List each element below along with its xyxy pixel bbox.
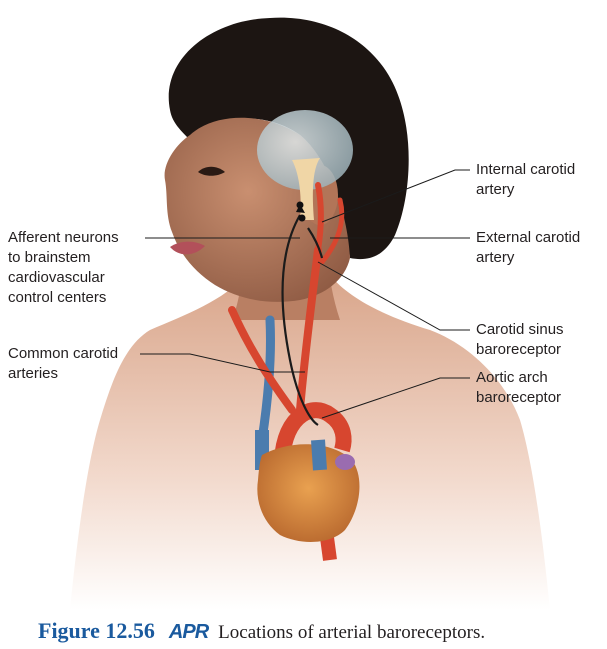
external-carotid: [319, 197, 345, 265]
pulmonary-trunk: [311, 439, 327, 471]
label-carotid-sinus: Carotid sinus baroreceptor: [476, 321, 564, 358]
label-aortic-arch: Aortic arch baroreceptor: [476, 369, 562, 406]
aortic-arch: [273, 402, 352, 471]
right-common-carotid: [296, 246, 322, 414]
neuron-arrowhead: [296, 204, 305, 213]
torso: [70, 275, 550, 610]
label-afferent-neurons: Afferent neurons to brainstem cardiovasc…: [8, 229, 119, 306]
leader-internal-carotid: [321, 169, 470, 223]
brain: [257, 110, 353, 190]
afferent-neuron-carotid: [281, 214, 319, 426]
leader-common-carotid: [140, 353, 305, 373]
apr-badge[interactable]: APR: [168, 621, 209, 643]
leader-carotid-sinus: [317, 261, 470, 331]
label-internal-carotid: Internal carotid artery: [476, 161, 576, 198]
eye: [198, 166, 225, 176]
internal-carotid: [315, 182, 324, 253]
figure-caption: Figure 12.56 APR Locations of arterial b…: [38, 618, 598, 644]
hair: [168, 17, 409, 260]
left-atrium: [335, 454, 355, 470]
label-external-carotid: External carotid artery: [476, 229, 581, 266]
heart: [257, 444, 360, 542]
leader-aortic-arch: [321, 377, 470, 419]
caption-text: Locations of arterial baroreceptors.: [218, 622, 486, 643]
lips: [170, 241, 205, 255]
brainstem-dot-lower: [298, 214, 306, 222]
label-common-carotid: Common carotid arteries: [8, 345, 119, 382]
figure-number: Figure 12.56: [38, 618, 155, 643]
brainstem: [292, 158, 320, 220]
afferent-neuron-aortic: [307, 227, 324, 259]
left-common-carotid: [228, 306, 296, 414]
